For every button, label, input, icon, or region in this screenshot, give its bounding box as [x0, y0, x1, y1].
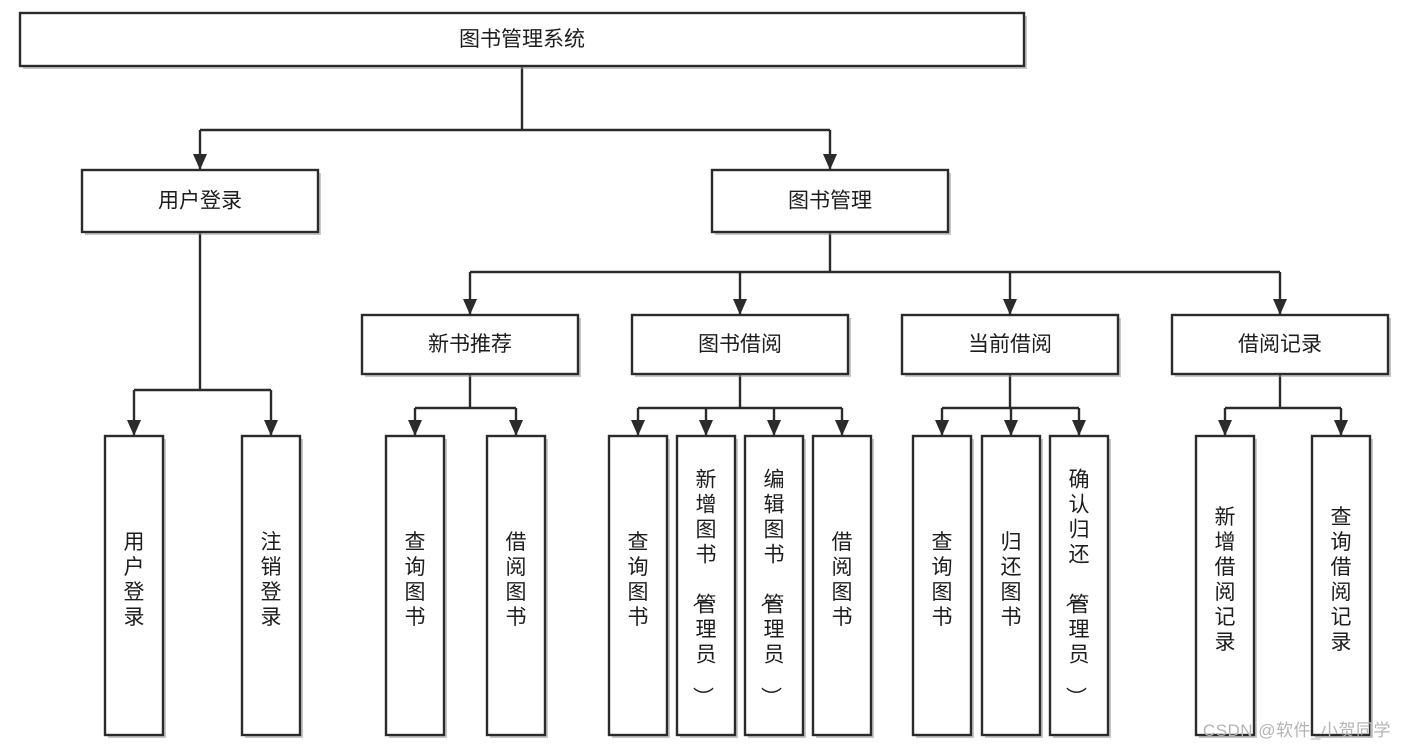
node-label: 查询图书 [405, 531, 426, 629]
arrow-head-icon [733, 299, 747, 315]
node-leaf-leaf-query-book-1[interactable]: 查询图书 [384, 434, 447, 738]
node-l2-book-manage[interactable]: 图书管理 [710, 168, 951, 235]
node-label: 借阅图书 [506, 531, 527, 629]
arrow-head-icon [1334, 420, 1348, 436]
node-label: 图书管理系统 [459, 28, 585, 51]
arrow-head-icon [408, 420, 422, 436]
node-label: 新书推荐 [428, 333, 512, 356]
node-leaf-leaf-query-book-3[interactable]: 查询图书 [911, 434, 974, 738]
node-leaf-leaf-borrow-book-1[interactable]: 借阅图书 [485, 434, 548, 738]
arrow-head-icon [1072, 420, 1086, 436]
arrow-head-icon [1003, 299, 1017, 315]
node-root-root[interactable]: 图书管理系统 [18, 11, 1027, 69]
node-label: 图书管理 [788, 190, 872, 213]
arrow-head-icon [1004, 420, 1018, 436]
node-label: 查询借阅记录 [1331, 506, 1352, 654]
arrow-head-icon [193, 154, 207, 170]
node-label: 借阅图书 [832, 531, 853, 629]
node-l3-borrow-record[interactable]: 借阅记录 [1170, 313, 1391, 377]
arrow-head-icon [767, 420, 781, 436]
node-leaf-leaf-query-record[interactable]: 查询借阅记录 [1310, 434, 1373, 738]
node-leaf-leaf-add-book[interactable]: 新增图书（管理员） [675, 434, 738, 738]
node-label: 注销登录 [261, 531, 282, 629]
node-label: 当前借阅 [968, 333, 1052, 356]
node-label: 借阅记录 [1238, 333, 1322, 356]
node-label: 查询图书 [628, 531, 649, 629]
node-leaf-leaf-user-login[interactable]: 用户登录 [103, 434, 166, 738]
arrow-head-icon [1218, 420, 1232, 436]
node-l3-current-borrow[interactable]: 当前借阅 [900, 313, 1121, 377]
node-label: 图书借阅 [698, 333, 782, 356]
arrow-head-icon [127, 420, 141, 436]
node-l3-new-book-recommend[interactable]: 新书推荐 [360, 313, 581, 377]
node-leaf-leaf-query-book-2[interactable]: 查询图书 [607, 434, 670, 738]
node-leaf-leaf-confirm-return[interactable]: 确认归还（管理员） [1048, 434, 1111, 738]
arrow-head-icon [935, 420, 949, 436]
csdn-watermark: CSDN @软件_小贺同学 [1202, 721, 1391, 740]
node-leaf-leaf-edit-book[interactable]: 编辑图书（管理员） [743, 434, 806, 738]
node-label: 用户登录 [124, 531, 145, 629]
arrow-head-icon [835, 420, 849, 436]
node-layer: 图书管理系统用户登录图书管理新书推荐图书借阅当前借阅借阅记录用户登录注销登录查询… [18, 11, 1391, 738]
node-label: 归还图书 [1001, 531, 1022, 629]
arrow-head-icon [463, 299, 477, 315]
node-label: 新增图书（管理员） [691, 469, 717, 708]
node-l3-book-borrow[interactable]: 图书借阅 [630, 313, 851, 377]
node-label: 用户登录 [158, 190, 242, 213]
arrow-head-icon [631, 420, 645, 436]
connector-layer [127, 66, 1348, 436]
node-leaf-leaf-logout[interactable]: 注销登录 [240, 434, 303, 738]
arrow-head-icon [509, 420, 523, 436]
node-label: 查询图书 [932, 531, 953, 629]
node-leaf-leaf-borrow-book-2[interactable]: 借阅图书 [811, 434, 874, 738]
arrow-head-icon [264, 420, 278, 436]
arrow-head-icon [699, 420, 713, 436]
node-label: 编辑图书（管理员） [759, 469, 785, 708]
node-l2-user-login[interactable]: 用户登录 [80, 168, 321, 235]
node-label: 新增借阅记录 [1215, 506, 1236, 654]
node-label: 确认归还（管理员） [1064, 469, 1090, 708]
arrow-head-icon [1273, 299, 1287, 315]
node-leaf-leaf-add-record[interactable]: 新增借阅记录 [1194, 434, 1257, 738]
arrow-head-icon [823, 154, 837, 170]
node-leaf-leaf-return-book[interactable]: 归还图书 [980, 434, 1043, 738]
